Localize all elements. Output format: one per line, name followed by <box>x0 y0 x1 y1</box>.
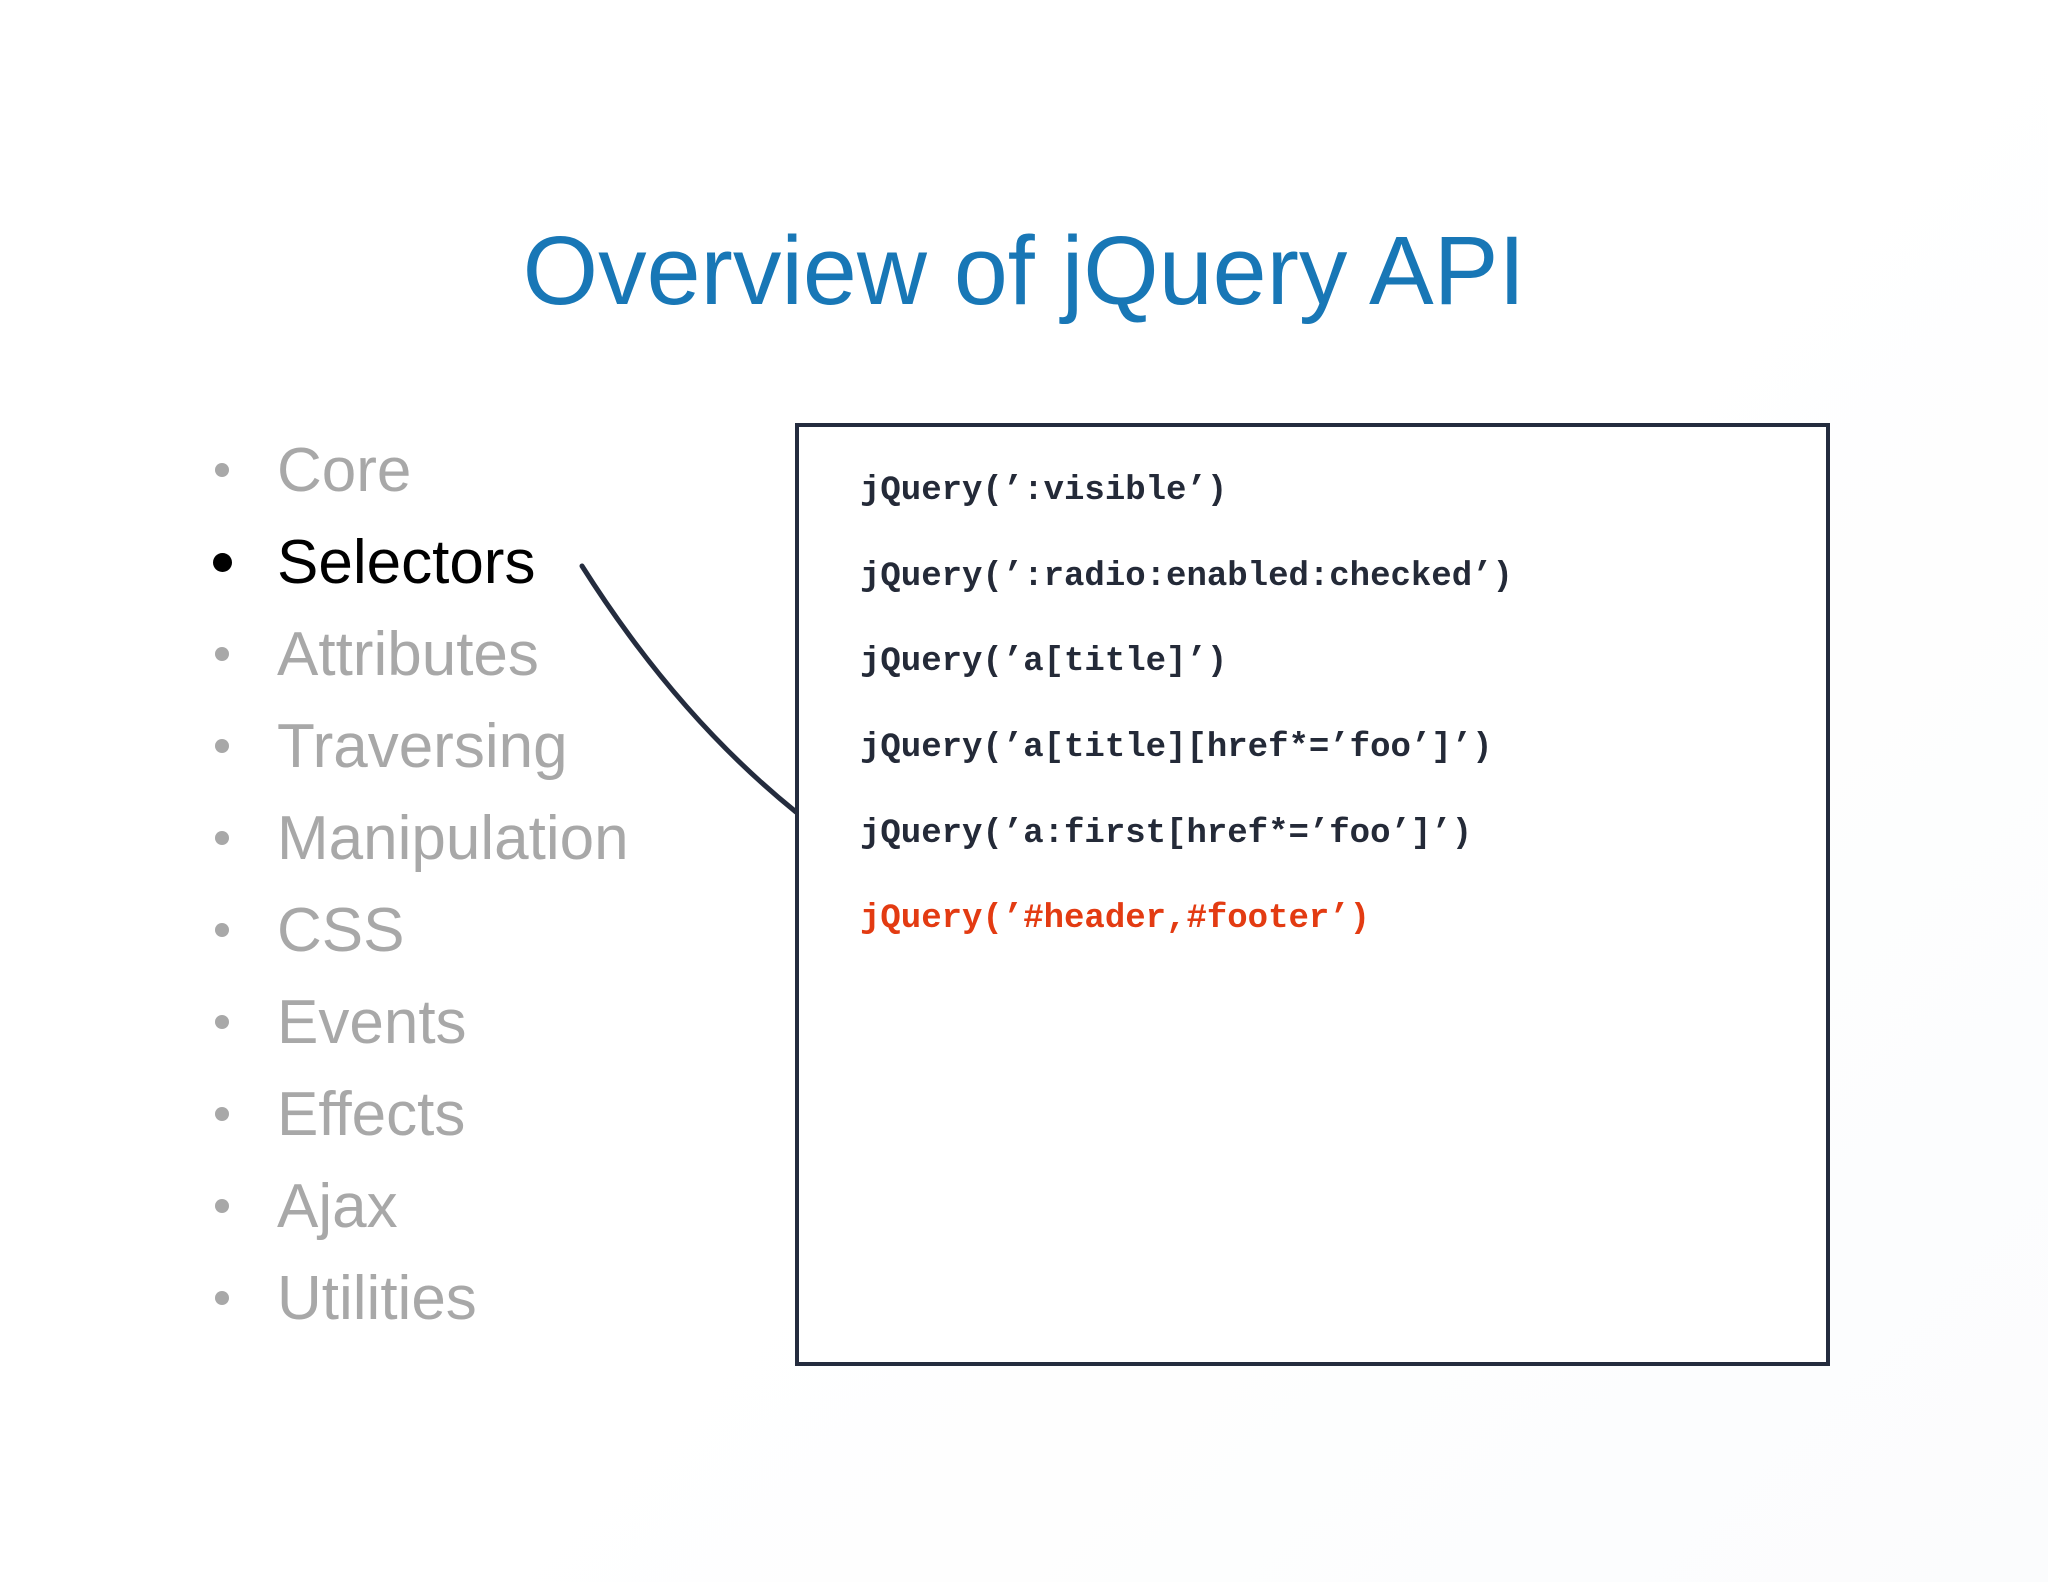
api-topics-list: Core Selectors Attributes Traversing Man… <box>212 424 629 1344</box>
code-line: jQuery(’:radio:enabled:checked’) <box>860 557 1513 596</box>
list-item-css: CSS <box>212 884 629 976</box>
list-item-label: Effects <box>277 1079 466 1149</box>
list-item-label: Traversing <box>277 711 568 781</box>
list-item-traversing: Traversing <box>212 700 629 792</box>
list-item-core: Core <box>212 424 629 516</box>
list-item-ajax: Ajax <box>212 1160 629 1252</box>
bullet-icon <box>212 1291 232 1305</box>
bullet-icon <box>212 739 232 753</box>
code-line-highlighted: jQuery(’#header,#footer’) <box>860 900 1371 939</box>
code-line: jQuery(’:visible’) <box>860 472 1228 510</box>
list-item-label: Selectors <box>277 527 536 597</box>
list-item-selectors: Selectors <box>212 516 629 608</box>
list-item-label: Manipulation <box>277 803 629 873</box>
bullet-icon <box>212 1199 232 1213</box>
list-item-label: Core <box>277 435 412 505</box>
code-line: jQuery(’a[title][href*=’foo’]’) <box>860 729 1493 768</box>
bullet-icon <box>212 552 232 572</box>
list-item-events: Events <box>212 976 629 1068</box>
list-item-label: Events <box>277 987 467 1057</box>
list-item-label: Attributes <box>277 619 539 689</box>
list-item-manipulation: Manipulation <box>212 792 629 884</box>
bullet-icon <box>212 647 232 661</box>
list-item-label: Ajax <box>277 1171 398 1241</box>
code-line: jQuery(’a[title]’) <box>860 643 1228 682</box>
list-item-label: CSS <box>277 895 405 965</box>
list-item-utilities: Utilities <box>212 1252 629 1344</box>
bullet-icon <box>212 463 232 477</box>
bullet-icon <box>212 923 232 937</box>
code-line: jQuery(’a:first[href*=’foo’]’) <box>860 814 1473 853</box>
bullet-icon <box>212 1015 232 1029</box>
bullet-icon <box>212 831 232 845</box>
list-item-attributes: Attributes <box>212 608 629 700</box>
slide-title: Overview of jQuery API <box>522 216 1526 325</box>
list-item-label: Utilities <box>277 1263 477 1333</box>
list-item-effects: Effects <box>212 1068 629 1160</box>
bullet-icon <box>212 1107 232 1121</box>
selector-examples-panel: jQuery(’:visible’) jQuery(’:radio:enable… <box>795 423 1830 1366</box>
